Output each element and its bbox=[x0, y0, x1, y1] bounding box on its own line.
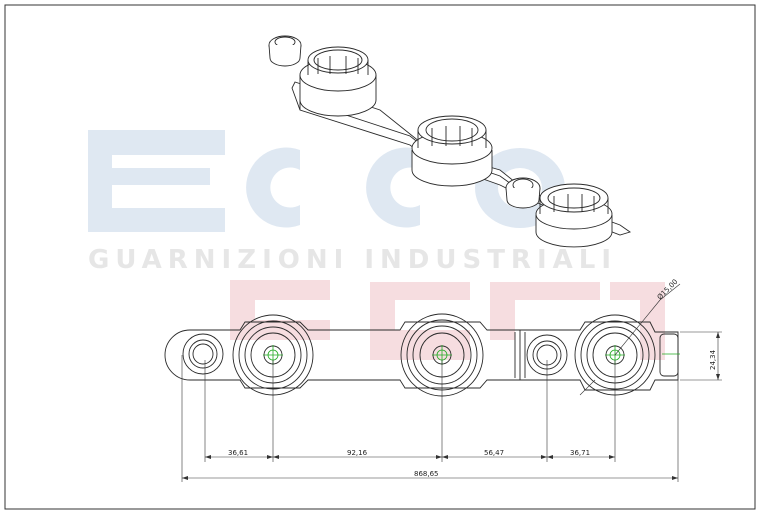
dim-d3-label: 56,47 bbox=[484, 449, 504, 457]
iso-small-ring-right bbox=[505, 177, 541, 209]
watermark-logo-c1 bbox=[246, 147, 300, 228]
iso-ring-1 bbox=[299, 46, 377, 117]
isometric-view bbox=[268, 35, 632, 248]
dim-total-label: 868,65 bbox=[414, 470, 439, 478]
drawing-frame bbox=[4, 4, 756, 510]
dim-d4-label: 36,71 bbox=[570, 449, 590, 457]
watermark-accent-1 bbox=[230, 280, 330, 340]
iso-small-ring-left bbox=[268, 35, 302, 67]
plan-body-outline bbox=[164, 321, 521, 389]
plan-small-hole-left bbox=[182, 333, 224, 375]
watermark-accent-2 bbox=[370, 282, 470, 360]
watermark-logo-c2 bbox=[366, 147, 420, 228]
dim-d1-label: 36,61 bbox=[228, 449, 248, 457]
watermark-tagline: GUARNIZIONI INDUSTRIALI bbox=[88, 245, 617, 275]
watermark-accent-4 bbox=[610, 282, 665, 360]
dimension-arrows bbox=[182, 332, 720, 480]
watermark-accent-3 bbox=[490, 282, 600, 340]
iso-ring-2 bbox=[411, 115, 493, 187]
dim-height-label: 24,34 bbox=[709, 349, 717, 370]
watermark-logo-e bbox=[88, 130, 225, 232]
dim-d2-label: 92,16 bbox=[347, 449, 368, 457]
center-marks bbox=[263, 345, 680, 365]
iso-ring-3 bbox=[535, 183, 613, 248]
plan-right-tab bbox=[659, 333, 679, 377]
